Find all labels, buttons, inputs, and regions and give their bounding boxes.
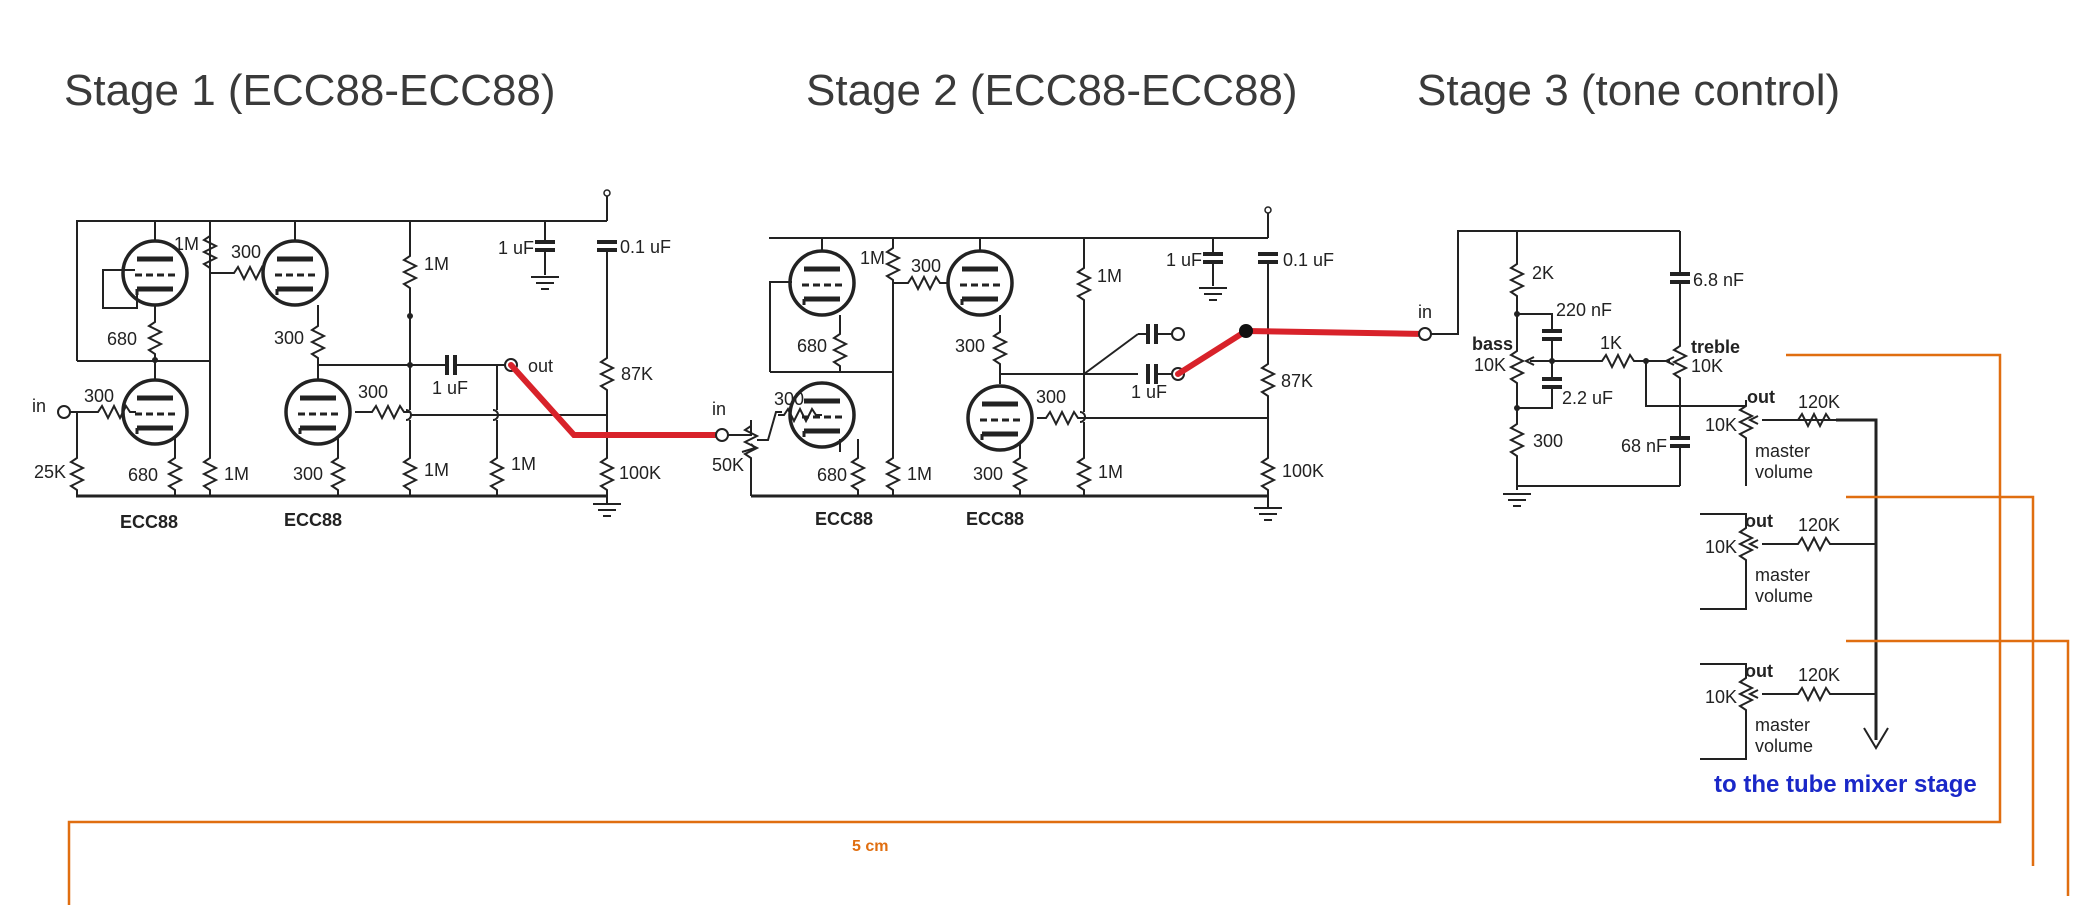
signal-path-1 bbox=[508, 362, 725, 438]
stage2-circuit bbox=[715, 206, 1283, 521]
s1-tube1-label: ECC88 bbox=[120, 512, 178, 532]
s1-r-100k: 100K bbox=[619, 463, 661, 483]
stage3-title: Stage 3 (tone control) bbox=[1417, 66, 1841, 115]
s1-r-plate-1m: 1M bbox=[424, 254, 449, 274]
stage1-tube-c bbox=[263, 241, 327, 305]
out2-label: out bbox=[1745, 511, 1773, 531]
s1-r-grid-bot: 300 bbox=[231, 242, 261, 262]
s1-r-87k: 87K bbox=[621, 364, 653, 384]
s3-r-1k: 1K bbox=[1600, 333, 1622, 353]
s2-c-supply: 0.1 uF bbox=[1283, 250, 1334, 270]
out3-r: 120K bbox=[1798, 665, 1840, 685]
s1-r-in: 300 bbox=[84, 386, 114, 406]
s2-r-grid-top: 1M bbox=[860, 248, 885, 268]
out2-pot: 10K bbox=[1705, 537, 1737, 557]
s2-r-300-b: 300 bbox=[955, 336, 985, 356]
s1-r-1m-mid: 1M bbox=[224, 464, 249, 484]
s2-r-300-top: 300 bbox=[911, 256, 941, 276]
stage3-circuit bbox=[1418, 230, 1889, 760]
s2-r-1m-mid: 1M bbox=[907, 464, 932, 484]
s2-tube1-label: ECC88 bbox=[815, 509, 873, 529]
out1-vol2: volume bbox=[1755, 462, 1813, 482]
out2-vol2: volume bbox=[1755, 586, 1813, 606]
s2-in: in bbox=[712, 399, 726, 419]
s3-r-300: 300 bbox=[1533, 431, 1563, 451]
s1-c-coupling: 1 uF bbox=[432, 378, 468, 398]
out3-vol2: volume bbox=[1755, 736, 1813, 756]
out1-label: out bbox=[1747, 387, 1775, 407]
s3-r-2k: 2K bbox=[1532, 263, 1554, 283]
s1-in: in bbox=[32, 396, 46, 416]
stage1-circuit bbox=[57, 189, 622, 517]
s1-c-supply: 0.1 uF bbox=[620, 237, 671, 257]
s2-r-cath1: 680 bbox=[797, 336, 827, 356]
s1-r-300-grid2: 300 bbox=[358, 382, 388, 402]
s1-r-25k: 25K bbox=[34, 462, 66, 482]
s1-r-cath1: 680 bbox=[107, 329, 137, 349]
s3-c-68: 68 nF bbox=[1621, 436, 1667, 456]
out3-vol1: master bbox=[1755, 715, 1810, 735]
out1-pot: 10K bbox=[1705, 415, 1737, 435]
s1-r-cath3: 300 bbox=[293, 464, 323, 484]
out2-r: 120K bbox=[1798, 515, 1840, 535]
mixer-stage-label: to the tube mixer stage bbox=[1714, 771, 1977, 798]
s2-r-300-grid2: 300 bbox=[1036, 387, 1066, 407]
s1-r-1m-low: 1M bbox=[424, 460, 449, 480]
stage2-title: Stage 2 (ECC88-ECC88) bbox=[806, 66, 1298, 115]
s2-r-1m-low: 1M bbox=[1098, 462, 1123, 482]
s2-r-in: 300 bbox=[774, 389, 804, 409]
s2-tube2-label: ECC88 bbox=[966, 509, 1024, 529]
s3-bass-pot: 10K bbox=[1474, 355, 1506, 375]
s3-bass-label: bass bbox=[1472, 334, 1513, 354]
s3-in: in bbox=[1418, 302, 1432, 322]
out3-pot: 10K bbox=[1705, 687, 1737, 707]
out3-label: out bbox=[1745, 661, 1773, 681]
s2-c-bypass: 1 uF bbox=[1166, 250, 1202, 270]
s1-r-300-b: 300 bbox=[274, 328, 304, 348]
s1-r-1m-out: 1M bbox=[511, 454, 536, 474]
s1-r-grid-top: 1M bbox=[174, 234, 199, 254]
dimension-lines bbox=[67, 353, 2070, 905]
s3-treble-label: treble bbox=[1691, 337, 1740, 357]
s2-pot: 50K bbox=[712, 455, 744, 475]
stage2-tube-c bbox=[948, 251, 1012, 315]
dimension-label: 5 cm bbox=[852, 838, 888, 855]
out1-r: 120K bbox=[1798, 392, 1840, 412]
s3-c-2-2: 2.2 uF bbox=[1562, 388, 1613, 408]
s1-tube2-label: ECC88 bbox=[284, 510, 342, 530]
signal-path-2 bbox=[1175, 327, 1428, 377]
s2-r-cath2: 680 bbox=[817, 465, 847, 485]
stage1-title: Stage 1 (ECC88-ECC88) bbox=[64, 66, 556, 115]
s2-r-cath3: 300 bbox=[973, 464, 1003, 484]
s3-treble-pot: 10K bbox=[1691, 356, 1723, 376]
s2-r-87k: 87K bbox=[1281, 371, 1313, 391]
s2-r-100k: 100K bbox=[1282, 461, 1324, 481]
s3-c-6-8: 6.8 nF bbox=[1693, 270, 1744, 290]
stage1-tube-d bbox=[286, 380, 350, 444]
stage2-tube-d bbox=[968, 386, 1032, 450]
s1-c-bypass: 1 uF bbox=[498, 238, 534, 258]
s2-r-plate-1m: 1M bbox=[1097, 266, 1122, 286]
s2-c-coupling: 1 uF bbox=[1131, 382, 1167, 402]
s1-out: out bbox=[528, 356, 553, 376]
stage2-tube-a bbox=[790, 251, 854, 315]
out2-vol1: master bbox=[1755, 565, 1810, 585]
s1-r-cath2: 680 bbox=[128, 465, 158, 485]
s3-c-220: 220 nF bbox=[1556, 300, 1612, 320]
out1-vol1: master bbox=[1755, 441, 1810, 461]
